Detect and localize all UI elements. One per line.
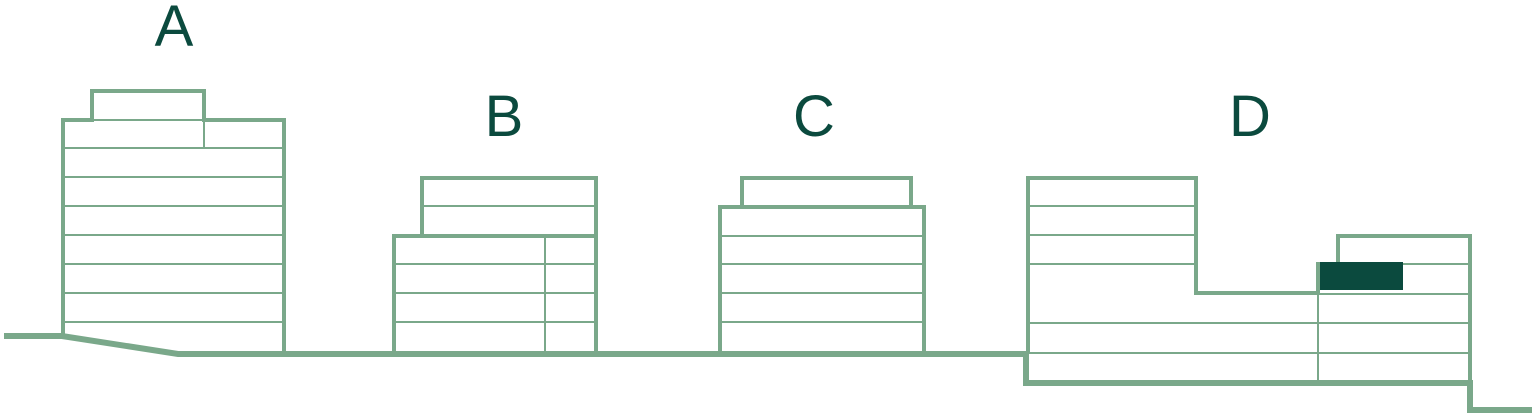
ground-line	[4, 333, 1532, 413]
building-c	[718, 176, 926, 354]
building-c-floor-lines	[720, 235, 924, 323]
building-b-label: B	[485, 84, 524, 149]
building-d-highlight-unit	[1320, 262, 1403, 290]
building-a	[61, 89, 286, 354]
building-b-floor-lines	[394, 205, 596, 352]
building-d	[1026, 176, 1472, 383]
building-c-outline	[718, 176, 926, 354]
building-d-label: D	[1229, 84, 1271, 149]
building-d-floor-lines	[1028, 205, 1470, 381]
building-d-outline	[1026, 176, 1472, 383]
building-b	[392, 176, 598, 354]
building-a-outline	[61, 89, 286, 354]
building-b-outline	[392, 176, 598, 354]
building-c-label: C	[793, 84, 835, 149]
building-a-label: A	[155, 0, 194, 59]
building-a-floor-lines	[63, 119, 284, 323]
